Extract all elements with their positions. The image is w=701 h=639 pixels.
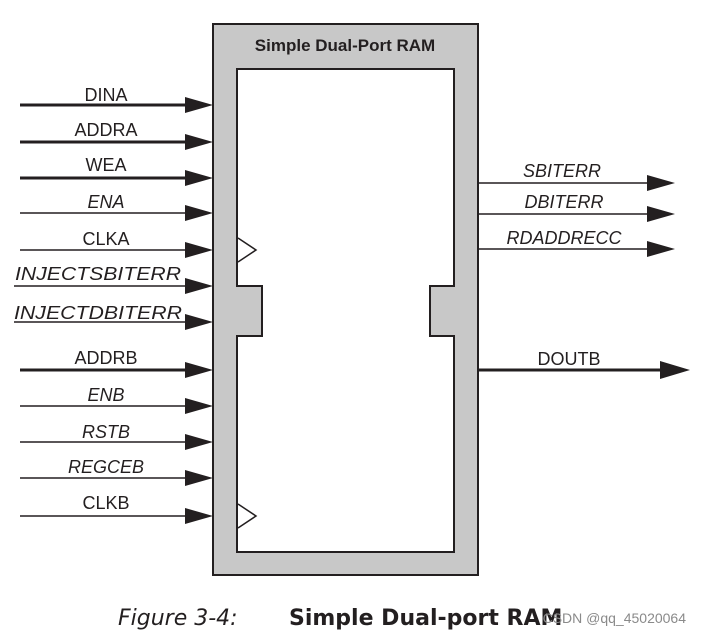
input-label-ena: ENA	[87, 192, 124, 212]
clka-clock-triangle	[237, 237, 258, 263]
input-label-addrb: ADDRB	[74, 348, 137, 368]
output-label-dbiterr: DBITERR	[524, 192, 603, 212]
watermark: CSDN @qq_45020064	[543, 610, 687, 626]
clkb-clock-triangle	[237, 503, 258, 529]
input-label-addra: ADDRA	[74, 120, 137, 140]
output-label-sbiterr: SBITERR	[523, 161, 601, 181]
output-signal-dbiterr: DBITERR	[478, 192, 675, 222]
input-signal-enb: ENB	[20, 385, 213, 414]
input-label-dina: DINA	[84, 85, 127, 105]
input-signal-wea: WEA	[20, 155, 213, 186]
input-signal-clka: CLKA	[20, 229, 213, 258]
output-label-doutb: DOUTB	[538, 349, 601, 369]
output-signal-doutb: DOUTB	[478, 349, 690, 379]
input-label-wea: WEA	[85, 155, 126, 175]
input-label-rstb: RSTB	[82, 422, 130, 442]
input-signal-clkb: CLKB	[20, 493, 213, 524]
input-label-injectdbiterr: INJECTDBITERR	[14, 303, 182, 323]
input-signal-addrb: ADDRB	[20, 348, 213, 378]
input-signal-addra: ADDRA	[20, 120, 213, 150]
input-signal-regceb: REGCEB	[20, 457, 213, 486]
block-title: Simple Dual-Port RAM	[255, 36, 435, 55]
ram-block-inner	[236, 68, 455, 553]
input-label-injectsbiterr: INJECTSBITERR	[15, 264, 181, 284]
input-label-enb: ENB	[87, 385, 124, 405]
input-label-regceb: REGCEB	[68, 457, 144, 477]
figure-caption: Figure 3-4: Simple Dual-port RAM	[118, 606, 562, 631]
figure-caption-label: Figure 3-4:	[118, 606, 238, 631]
input-signal-ena: ENA	[20, 192, 213, 221]
input-signal-injectsbiterr: INJECTSBITERR	[14, 264, 213, 294]
input-label-clkb: CLKB	[82, 493, 129, 513]
figure-caption-text: Simple Dual-port RAM	[289, 606, 562, 631]
input-signals: DINA ADDRA WEA ENA CLKA INJECTSBITERR	[14, 85, 213, 524]
input-signal-injectdbiterr: INJECTDBITERR	[14, 303, 213, 330]
input-signal-dina: DINA	[20, 85, 213, 113]
output-signals: SBITERR DBITERR RDADDRECC DOUTB	[478, 161, 690, 379]
output-signal-sbiterr: SBITERR	[478, 161, 675, 191]
output-label-rdaddrecc: RDADDRECC	[506, 228, 622, 248]
output-signal-rdaddrecc: RDADDRECC	[478, 228, 675, 257]
input-signal-rstb: RSTB	[20, 422, 213, 450]
input-label-clka: CLKA	[82, 229, 129, 249]
